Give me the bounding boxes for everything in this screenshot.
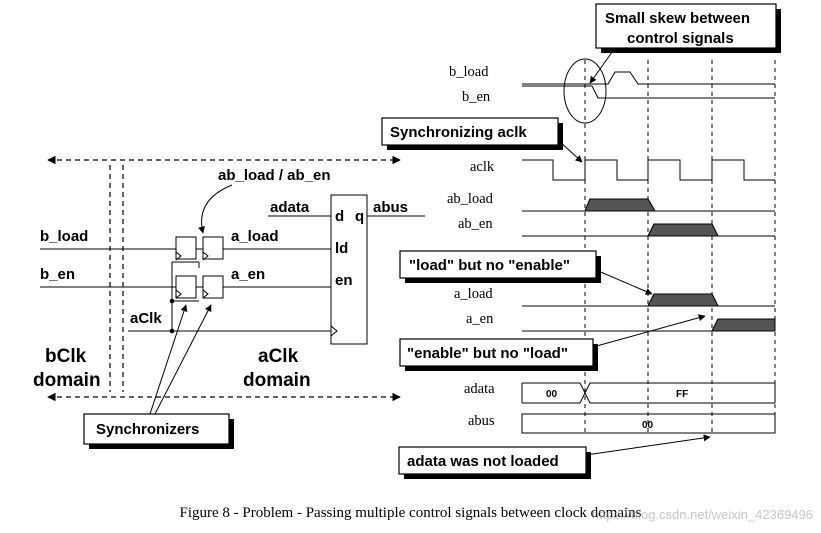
input-b-en-label: b_en (40, 266, 75, 283)
enable-no-load-box (399, 338, 594, 367)
synchronizers-callout-text: Synchronizers (96, 421, 199, 438)
abus-value-00: 00 (642, 420, 654, 431)
wave-label-ab-load: ab_load (447, 191, 494, 207)
domain-boundaries (47, 155, 401, 402)
bclk-domain-label-line2: domain (33, 370, 101, 391)
synchronizers-arrows (149, 304, 212, 415)
skew-callout-box (595, 3, 777, 49)
wave-label-adata: adata (464, 381, 495, 397)
adata-not-loaded-text: adata was not loaded (407, 453, 559, 470)
skew-callout-line1: Small skew between (605, 10, 750, 27)
wave-abus-bus (521, 413, 776, 434)
ab-load-ab-en-label: ab_load / ab_en (218, 167, 331, 184)
wave-label-a-load: a_load (454, 286, 493, 302)
aclk-domain-label-line1: aClk (258, 346, 299, 367)
wave-label-b-load: b_load (449, 64, 489, 80)
wave-adata-bus (522, 391, 775, 404)
register-port-d: d (335, 208, 344, 225)
adata-not-loaded-arrow (585, 434, 711, 456)
synchronizer-circuit (40, 194, 425, 345)
adata-value-ff: FF (676, 389, 688, 400)
wave-aclk (522, 159, 775, 181)
register-port-q: q (355, 208, 364, 225)
figure-caption: Figure 8 - Problem - Passing multiple co… (179, 505, 642, 521)
sync-aclk-callout-box (381, 117, 559, 146)
output-a-load-label: a_load (231, 228, 279, 245)
register-output-label: abus (373, 199, 408, 216)
wave-label-a-en: a_en (466, 311, 494, 327)
enable-no-load-text: "enable" but no "load" (407, 345, 568, 362)
synchronizers-callout-box (83, 413, 230, 445)
load-no-enable-arrow (595, 269, 653, 295)
enable-no-load-arrow (592, 314, 706, 348)
wave-label-ab-en: ab_en (458, 216, 493, 232)
load-no-enable-text: "load" but no "enable" (409, 257, 570, 274)
wave-b-en-trace (522, 85, 775, 99)
wave-fills (584, 198, 776, 332)
register-port-en: en (335, 272, 353, 289)
skew-callout-line2: control signals (627, 30, 734, 47)
aclk-domain-label-line2: domain (243, 370, 311, 391)
bclk-domain-label-line1: bClk (45, 346, 87, 367)
clock-edge-guides (584, 60, 776, 435)
clock-junction-dot (169, 328, 175, 334)
skew-callout-arrow (589, 47, 616, 84)
register-input-label: adata (270, 199, 310, 216)
wave-label-aclk: aclk (470, 159, 495, 175)
wave-label-b-en: b_en (462, 89, 491, 105)
sync-aclk-callout-text: Synchronizing aclk (390, 124, 527, 141)
clock-junction-dot (169, 298, 175, 304)
wave-label-abus: abus (468, 413, 495, 429)
watermark: https://blog.csdn.net/weixin_42369496 (591, 507, 813, 522)
sync-aclk-callout-arrow (557, 139, 583, 163)
input-b-load-label: b_load (40, 228, 88, 245)
load-no-enable-box (399, 250, 597, 279)
adata-value-00: 00 (546, 389, 558, 400)
wave-b-load (522, 71, 775, 85)
skew-ellipse (563, 58, 607, 124)
clock-label: aClk (130, 310, 162, 327)
register-port-ld: ld (335, 240, 348, 257)
adata-not-loaded-box (398, 446, 587, 475)
output-a-en-label: a_en (231, 266, 265, 283)
ab-signals-arrow (198, 184, 233, 234)
